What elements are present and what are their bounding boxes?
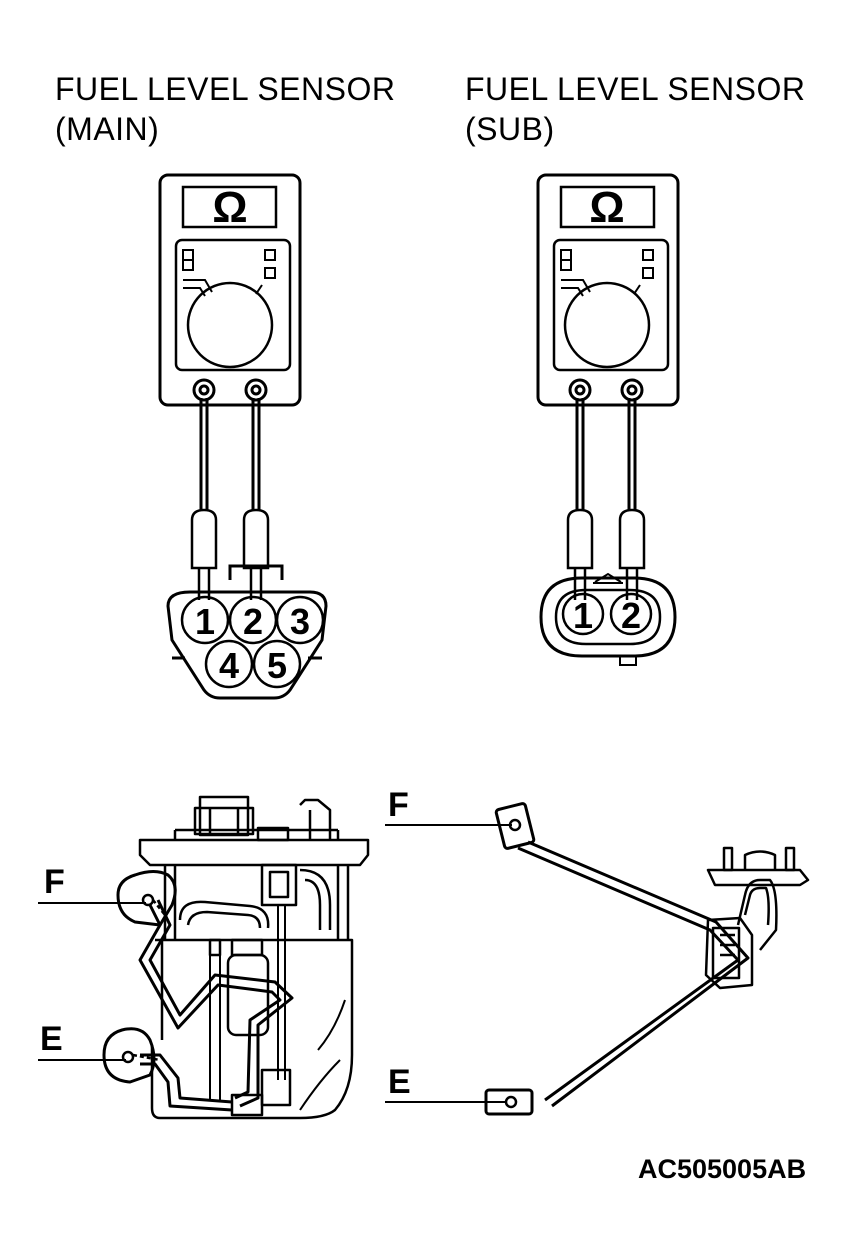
figure-code: AC505005AB [638, 1154, 806, 1184]
main-sensor-title: FUEL LEVEL SENSOR [55, 71, 395, 107]
sub-test-leads [566, 398, 646, 600]
sub-sender-illustration [385, 802, 810, 1116]
sub-sensor-connector [539, 572, 677, 666]
main-pin-4: 4 [219, 645, 239, 686]
sub-pin-2: 2 [621, 595, 641, 636]
main-sensor-subtitle: (MAIN) [55, 111, 159, 147]
main-float-e-label: E [40, 1020, 63, 1058]
main-ohmmeter [158, 173, 302, 407]
sub-ohm-symbol: Ω [589, 183, 624, 232]
fuel-pump-module-illustration [38, 795, 370, 1120]
main-sensor-connector [166, 564, 328, 700]
main-pin-3: 3 [290, 601, 310, 642]
main-pin-2: 2 [243, 601, 263, 642]
main-float-f-label: F [44, 863, 65, 901]
sub-float-e-label: E [388, 1063, 411, 1101]
main-test-leads [190, 398, 270, 600]
sub-float-f-label: F [388, 786, 409, 824]
sub-sensor-subtitle: (SUB) [465, 111, 555, 147]
main-pin-5: 5 [267, 645, 287, 686]
sub-sensor-title: FUEL LEVEL SENSOR [465, 71, 805, 107]
sub-pin-1: 1 [573, 595, 593, 636]
main-ohm-symbol: Ω [212, 183, 247, 232]
main-pin-1: 1 [195, 601, 215, 642]
sub-ohmmeter [536, 173, 680, 407]
